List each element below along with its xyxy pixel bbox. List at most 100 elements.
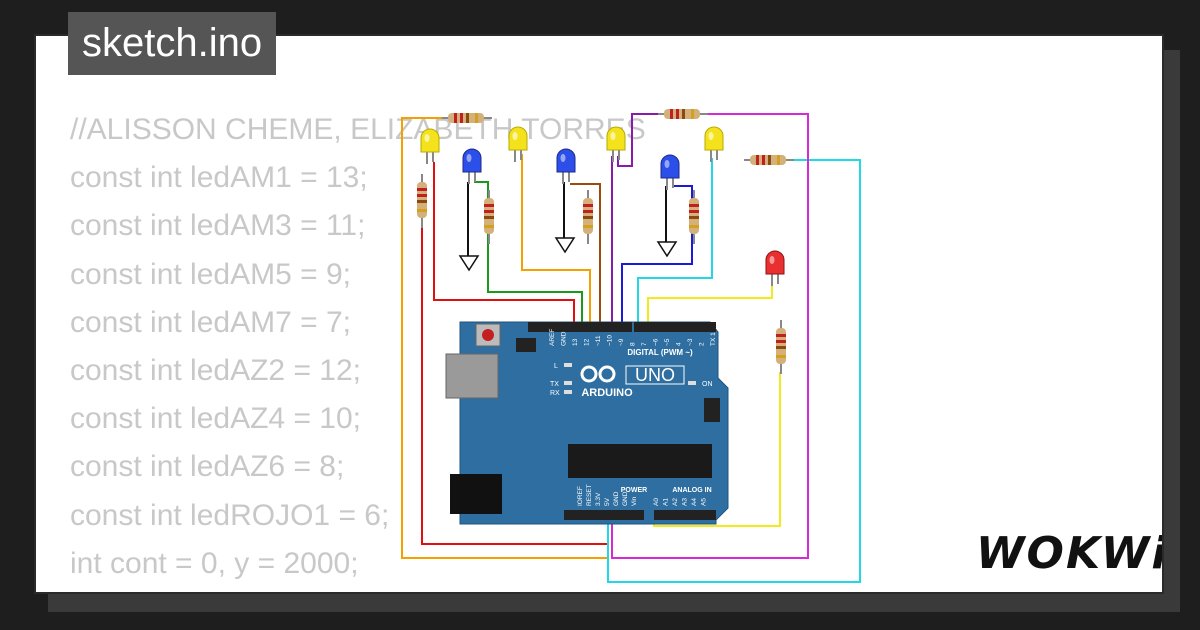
resistor[interactable] bbox=[417, 174, 427, 228]
yellow-wire bbox=[647, 282, 773, 328]
code-line: int cont = 0, y = 2000; bbox=[70, 546, 359, 580]
green-wire bbox=[474, 181, 583, 328]
tx-label: TX bbox=[550, 381, 559, 388]
pin-label: GND bbox=[622, 491, 629, 506]
code-line: const int ledAZ4 = 10; bbox=[70, 402, 362, 436]
pin-label: RX 0 bbox=[722, 331, 729, 346]
blue-led[interactable] bbox=[660, 154, 680, 190]
l-label: L bbox=[554, 363, 558, 370]
pin-label: IOREF bbox=[577, 486, 584, 506]
code-line: const int ledAM1 = 13; bbox=[70, 161, 368, 195]
red-led[interactable] bbox=[765, 250, 785, 286]
cyan-wire-2 bbox=[607, 159, 861, 583]
pin-label: 2 bbox=[699, 342, 706, 346]
code-line: const int ledROJO1 = 6; bbox=[70, 498, 390, 532]
digital-label: DIGITAL (PWM ~) bbox=[627, 348, 693, 357]
pin-label: 8 bbox=[630, 342, 637, 346]
pin-label: Vin bbox=[631, 496, 638, 506]
file-title[interactable]: sketch.ino bbox=[68, 12, 277, 75]
yellow-led[interactable] bbox=[420, 128, 440, 164]
usb-port bbox=[445, 353, 499, 399]
cyan-wire bbox=[637, 158, 713, 328]
yellow-led[interactable] bbox=[606, 126, 626, 162]
reset-button-cap bbox=[482, 329, 494, 341]
circuit-diagram[interactable]: UNO ARDUINO DIGITAL (PWM ~) POWER ANALOG… bbox=[34, 34, 1164, 594]
pin-label: A5 bbox=[701, 498, 708, 506]
ground-icon bbox=[554, 237, 576, 254]
digital-header bbox=[634, 322, 716, 332]
analog-label: ANALOG IN bbox=[672, 487, 711, 494]
pin-label: 12 bbox=[584, 338, 591, 346]
rx-label: RX bbox=[550, 390, 560, 397]
pin-label: A4 bbox=[691, 498, 698, 506]
resistor[interactable] bbox=[744, 155, 794, 165]
blue-led[interactable] bbox=[556, 148, 576, 184]
pin-label: 7 bbox=[641, 342, 648, 346]
uno-box bbox=[625, 365, 685, 385]
resistor[interactable] bbox=[583, 190, 593, 244]
pin-label: ~11 bbox=[595, 335, 602, 346]
uno-label: UNO bbox=[635, 365, 675, 385]
pin-label: ~9 bbox=[618, 338, 625, 346]
resistor[interactable] bbox=[776, 320, 786, 374]
pin-label: ~10 bbox=[607, 335, 614, 346]
code-line: const int ledAZ2 = 12; bbox=[70, 354, 362, 388]
pin-label: 4 bbox=[676, 342, 683, 346]
magenta-wire bbox=[611, 113, 809, 559]
resistor[interactable] bbox=[484, 190, 494, 244]
digital-header bbox=[528, 322, 632, 332]
blue-wire bbox=[621, 185, 693, 328]
analog-header bbox=[654, 510, 716, 520]
pin-label: AREF bbox=[549, 329, 556, 346]
resistors bbox=[417, 109, 794, 374]
code-line: const int ledAM3 = 11; bbox=[70, 209, 366, 243]
pin-label: GND bbox=[613, 491, 620, 506]
code-line: const int ledAM5 = 9; bbox=[70, 257, 351, 291]
pin-label: A0 bbox=[653, 498, 660, 506]
microcontroller-chip bbox=[568, 444, 712, 478]
resistor[interactable] bbox=[689, 190, 699, 244]
wires bbox=[401, 113, 861, 583]
power-header bbox=[564, 510, 644, 520]
leds bbox=[420, 126, 785, 286]
pin-label: ~6 bbox=[653, 338, 660, 346]
yellow-led[interactable] bbox=[704, 126, 724, 162]
pin-label: GND bbox=[561, 331, 568, 346]
pin-label: A2 bbox=[672, 498, 679, 506]
pin-label: 5V bbox=[604, 497, 611, 506]
board-leds bbox=[564, 363, 696, 394]
arduino-label: ARDUINO bbox=[581, 387, 633, 399]
orange-wire-2 bbox=[521, 154, 591, 328]
arduino-board[interactable]: UNO ARDUINO DIGITAL (PWM ~) POWER ANALOG… bbox=[445, 321, 729, 525]
code-line: const int ledAZ6 = 8; bbox=[70, 450, 345, 484]
pin-label: A1 bbox=[663, 498, 670, 506]
pin-label: 13 bbox=[572, 338, 579, 346]
pin-label: A3 bbox=[682, 498, 689, 506]
pin-label: RESET bbox=[586, 484, 593, 506]
ground-icon bbox=[458, 255, 480, 272]
power-jack bbox=[450, 474, 502, 514]
yellow-led[interactable] bbox=[508, 126, 528, 162]
power-label: POWER bbox=[621, 487, 647, 494]
resistor[interactable] bbox=[442, 113, 492, 123]
red-wire bbox=[433, 162, 575, 328]
arduino-logo-icon bbox=[580, 365, 616, 383]
code-line: const int ledAM7 = 7; bbox=[70, 305, 351, 339]
pin-label: 3.3V bbox=[595, 492, 602, 506]
wokwi-logo: WOKWi bbox=[976, 528, 1164, 579]
blue-led[interactable] bbox=[462, 148, 482, 184]
pin-label: TX 1 bbox=[710, 332, 717, 346]
ground-icon bbox=[656, 241, 678, 258]
purple-wire bbox=[617, 113, 662, 167]
ground-symbols bbox=[458, 237, 678, 272]
brown-wire bbox=[570, 183, 601, 328]
on-label: ON bbox=[702, 381, 713, 388]
icsp-header bbox=[516, 338, 720, 422]
pin-label: ~3 bbox=[687, 338, 694, 346]
pin-label: ~5 bbox=[664, 338, 671, 346]
resistor[interactable] bbox=[658, 109, 708, 119]
